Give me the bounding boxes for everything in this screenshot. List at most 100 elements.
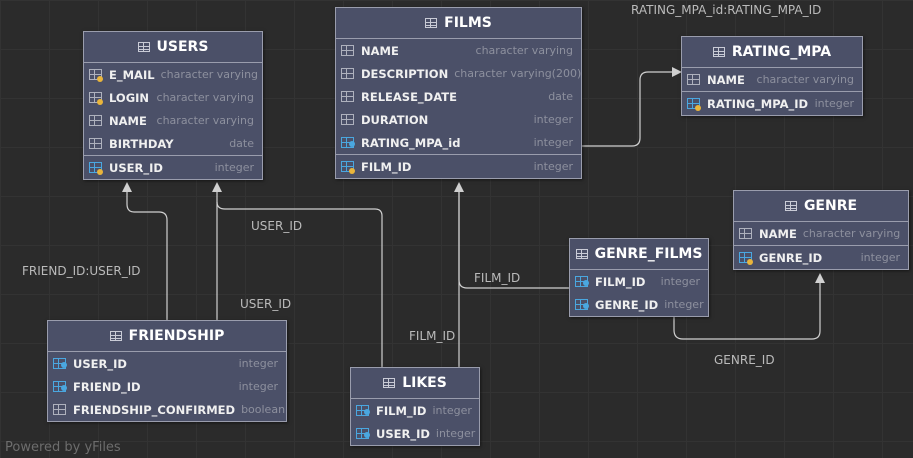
column-row[interactable]: RATING_MPA_id integer	[336, 131, 581, 154]
column-name: NAME	[759, 226, 797, 241]
column-type: character varying	[802, 227, 901, 240]
column-type: integer	[214, 161, 254, 174]
column-row[interactable]: FRIEND_ID integer	[48, 375, 286, 398]
column-name: USER_ID	[376, 426, 430, 441]
column-name: FRIEND_ID	[73, 379, 141, 394]
column-type: boolean	[241, 403, 286, 416]
entity-title: GENRE	[803, 198, 858, 214]
column-name: RATING_MPA_ID	[707, 96, 809, 111]
arrowhead-genre	[815, 273, 825, 283]
edge-films-rating	[582, 71, 674, 147]
column-row[interactable]: RELEASE_DATE date	[336, 85, 581, 108]
column-type: integer	[435, 427, 476, 440]
column-type: character varying	[156, 114, 254, 127]
watermark: Powered by yFiles	[5, 440, 121, 455]
key-row[interactable]: FILM_ID integer	[336, 154, 581, 178]
column-row[interactable]: NAME character varying	[734, 222, 908, 245]
entity-genre[interactable]: GENRE NAME character varying GENRE_ID in…	[733, 190, 909, 270]
column-name: GENRE_ID	[759, 250, 823, 265]
primary-key-icon	[739, 251, 753, 265]
arrowhead-films	[454, 182, 464, 192]
primary-key-icon	[89, 161, 103, 175]
column-type: integer	[664, 298, 704, 311]
entity-likes[interactable]: LIKES FILM_ID integer USER_ID integer	[350, 367, 480, 446]
table-icon	[575, 249, 588, 259]
entity-users[interactable]: USERS E_MAIL character varying LOGIN cha…	[83, 31, 263, 180]
column-type: integer	[533, 160, 573, 173]
edge-genrefilms-genre	[673, 282, 821, 340]
arrowhead-rating	[672, 67, 682, 77]
column-row[interactable]: DURATION integer	[336, 108, 581, 131]
column-icon	[341, 44, 355, 58]
column-icon	[89, 91, 103, 105]
entity-header[interactable]: LIKES	[351, 368, 479, 399]
entity-header[interactable]: RATING_MPA	[682, 37, 862, 68]
entity-header[interactable]: GENRE	[734, 191, 908, 222]
column-row[interactable]: NAME character varying	[84, 109, 262, 132]
column-row[interactable]: GENRE_ID integer	[570, 293, 708, 316]
column-row[interactable]: USER_ID integer	[351, 422, 479, 445]
column-icon	[53, 403, 67, 417]
column-row[interactable]: USER_ID integer	[48, 352, 286, 375]
column-row[interactable]: FILM_ID integer	[570, 270, 708, 293]
column-type: integer	[533, 136, 573, 149]
entity-header[interactable]: USERS	[84, 32, 262, 63]
label-films-rating: RATING_MPA_id:RATING_MPA_ID	[631, 3, 822, 17]
column-type: integer	[814, 97, 854, 110]
column-icon	[341, 113, 355, 127]
column-icon	[89, 68, 103, 82]
column-row[interactable]: FRIENDSHIP_CONFIRMED boolean	[48, 398, 286, 421]
label-likes-film-id: FILM_ID	[409, 329, 456, 343]
column-row[interactable]: NAME character varying	[336, 39, 581, 62]
column-row[interactable]: E_MAIL character varying	[84, 63, 262, 86]
column-name: FILM_ID	[595, 274, 646, 289]
entity-title: GENRE_FILMS	[594, 246, 703, 262]
column-type: date	[548, 90, 573, 103]
entity-title: FRIENDSHIP	[128, 328, 225, 344]
entity-title: RATING_MPA	[731, 44, 832, 60]
entity-rating-mpa[interactable]: RATING_MPA NAME character varying RATING…	[681, 36, 863, 116]
foreign-key-icon	[53, 380, 67, 394]
column-row[interactable]: DESCRIPTION character varying(200)	[336, 62, 581, 85]
column-name: FRIENDSHIP_CONFIRMED	[73, 402, 236, 417]
column-name: NAME	[361, 43, 399, 58]
column-type: integer	[238, 380, 278, 393]
entity-title: FILMS	[444, 15, 492, 31]
entity-genre-films[interactable]: GENRE_FILMS FILM_ID integer GENRE_ID int…	[569, 238, 709, 317]
entity-header[interactable]: FILMS	[336, 8, 581, 39]
table-icon	[425, 18, 438, 28]
column-name: USER_ID	[73, 356, 127, 371]
foreign-key-icon	[575, 298, 589, 312]
key-row[interactable]: USER_ID integer	[84, 155, 262, 179]
column-icon	[89, 137, 103, 151]
entity-header[interactable]: GENRE_FILMS	[570, 239, 708, 270]
column-name: GENRE_ID	[595, 297, 659, 312]
key-row[interactable]: GENRE_ID integer	[734, 245, 908, 269]
column-name: FILM_ID	[361, 159, 412, 174]
entity-films[interactable]: FILMS NAME character varying DESCRIPTION…	[335, 7, 582, 179]
column-row[interactable]: LOGIN character varying	[84, 86, 262, 109]
table-icon	[109, 331, 122, 341]
column-type: integer	[533, 113, 573, 126]
arrowhead-users-friend	[122, 182, 132, 192]
column-row[interactable]: FILM_ID integer	[351, 399, 479, 422]
key-row[interactable]: RATING_MPA_ID integer	[682, 91, 862, 115]
column-name: NAME	[109, 113, 147, 128]
label-genre-films-genre-id: GENRE_ID	[714, 353, 775, 367]
column-name: BIRTHDAY	[109, 136, 174, 151]
column-type: character varying	[756, 73, 854, 86]
arrowhead-users-user	[212, 182, 222, 192]
column-name: DURATION	[361, 112, 429, 127]
column-name: USER_ID	[109, 160, 163, 175]
foreign-key-icon	[575, 275, 589, 289]
column-icon	[89, 114, 103, 128]
table-icon	[137, 42, 150, 52]
column-name: RELEASE_DATE	[361, 89, 457, 104]
entity-header[interactable]: FRIENDSHIP	[48, 321, 286, 352]
primary-key-icon	[687, 97, 701, 111]
edge-friendship-users-friend	[126, 190, 168, 320]
column-row[interactable]: BIRTHDAY date	[84, 132, 262, 155]
column-row[interactable]: NAME character varying	[682, 68, 862, 91]
entity-friendship[interactable]: FRIENDSHIP USER_ID integer FRIEND_ID int…	[47, 320, 287, 422]
label-genre-films-film-id: FILM_ID	[474, 271, 521, 285]
